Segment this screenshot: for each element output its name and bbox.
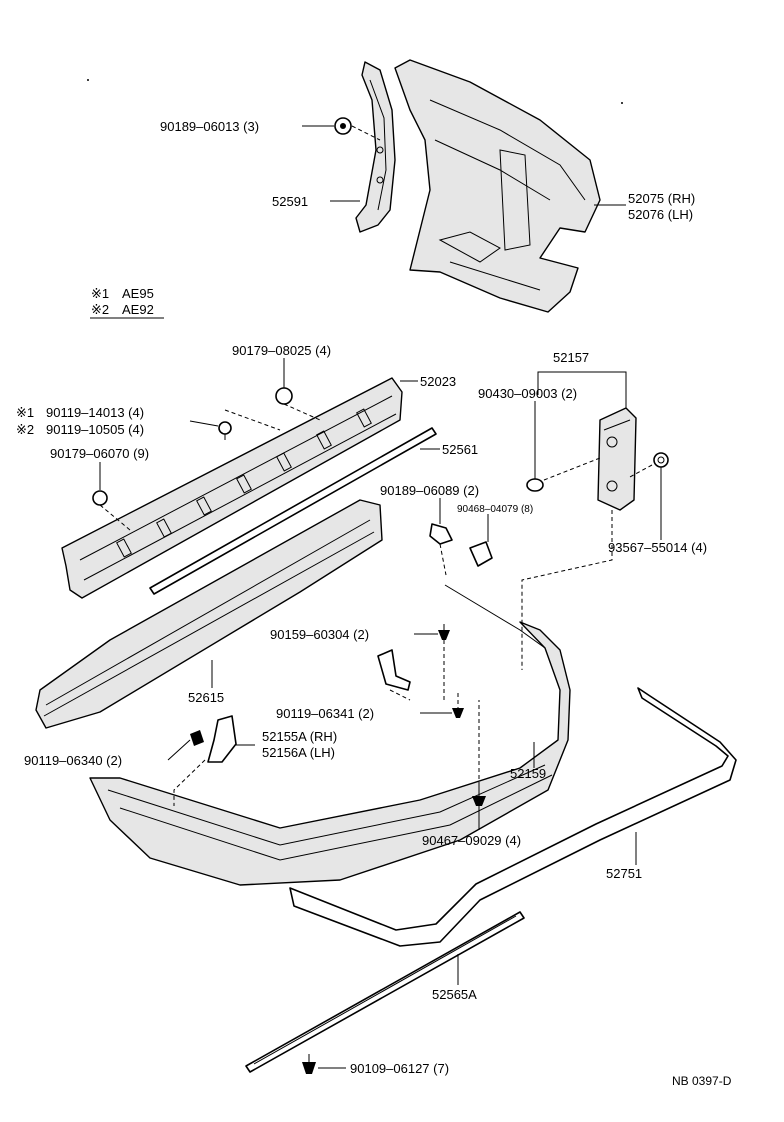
label-90179-06070: 90179–06070 (9)	[50, 446, 149, 461]
label-52157: 52157	[553, 350, 589, 365]
retainer-52561	[149, 427, 437, 595]
label-90119-06341: 90119–06341 (2)	[276, 706, 374, 721]
label-52561: 52561	[442, 442, 478, 457]
assembly-dashed-lines	[99, 125, 653, 806]
mudguard-52075-52076	[394, 59, 601, 313]
fastener-93567-55014	[653, 452, 669, 468]
svg-text:※2: ※2	[91, 302, 109, 317]
label-52155A: 52155A (RH)	[262, 729, 337, 744]
splash-shield-52591	[355, 61, 396, 233]
label-52075: 52075 (RH)	[628, 191, 695, 206]
fastener-90179-06070	[92, 490, 108, 506]
label-90159-60304: 90159–60304 (2)	[270, 627, 369, 642]
label-52159: 52159	[510, 766, 546, 781]
fastener-90119-06341	[452, 708, 464, 718]
fastener-90468-04079	[469, 541, 493, 567]
bracket-small	[377, 649, 411, 691]
fastener-90467-09029	[472, 786, 486, 806]
svg-text:※2: ※2	[16, 422, 34, 437]
side-bracket-52155A-52156A	[207, 715, 237, 763]
label-52156A: 52156A (LH)	[262, 745, 335, 760]
molding-52751	[289, 687, 737, 947]
label-90119-14013: 90119–14013 (4)	[46, 405, 144, 420]
svg-text:※1: ※1	[16, 405, 34, 420]
label-93567-55014: 93567–55014 (4)	[608, 540, 707, 555]
diagram-code: NB 0397-D	[672, 1074, 732, 1088]
fastener-90159-60304	[438, 624, 450, 640]
label-52076: 52076 (LH)	[628, 207, 693, 222]
label-90189-06013: 90189–06013 (3)	[160, 119, 259, 134]
fastener-90119-14013	[218, 421, 232, 440]
bumper-cover-52159	[89, 584, 571, 886]
label-90467-09029: 90467–09029 (4)	[422, 833, 521, 848]
label-90119-10505: 90119–10505 (4)	[46, 422, 144, 437]
reinforcement-52023	[61, 377, 403, 599]
fastener-90109-06127	[302, 1054, 316, 1074]
label-90430-09003: 90430–09003 (2)	[478, 386, 577, 401]
label-52565A: 52565A	[432, 987, 477, 1002]
leader-lines	[99, 125, 662, 1069]
label-90189-06089: 90189–06089 (2)	[380, 483, 479, 498]
fastener-90189-06089	[429, 523, 453, 545]
label-52591: 52591	[272, 194, 308, 209]
label-90119-06340: 90119–06340 (2)	[24, 753, 122, 768]
fastener-90430-09003	[526, 478, 544, 492]
fastener-90179-08025	[275, 387, 293, 405]
fastener-90119-06340	[190, 730, 204, 746]
legend-mark2-code: AE92	[122, 302, 154, 317]
legend-mark1-code: AE95	[122, 286, 154, 301]
legend: ※1 AE95 ※2 AE92	[90, 286, 164, 319]
energy-absorber-52615	[35, 499, 383, 729]
label-52023: 52023	[420, 374, 456, 389]
bracket-52157	[597, 407, 637, 511]
part-labels: 90189–06013 (3) 52591 52075 (RH) 52076 (…	[16, 119, 707, 1076]
label-90179-08025: 90179–08025 (4)	[232, 343, 331, 358]
label-90468-04079: 90468–04079 (8)	[457, 504, 533, 515]
label-52751: 52751	[606, 866, 642, 881]
fastener-90189-06013	[334, 117, 352, 135]
svg-text:※1: ※1	[91, 286, 109, 301]
molding-strip-52565A	[245, 911, 525, 1073]
label-90109-06127: 90109–06127 (7)	[350, 1061, 449, 1076]
label-52615: 52615	[188, 690, 224, 705]
